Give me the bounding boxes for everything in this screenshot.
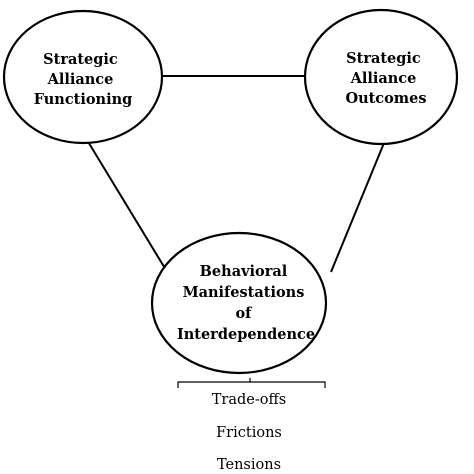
node-label-line: Functioning [34,91,133,108]
node-label-line: Interdependence [177,326,315,343]
svg-text:Strategic Alliance: Strategic Alliance Outcomes [345,50,426,107]
manifestation-item: Tensions [217,457,281,473]
node-label-line: Manifestations [183,284,305,301]
manifestations-list: Trade-offs Frictions Tensions [212,392,286,473]
manifestation-item: Frictions [216,425,282,441]
node-interdependence: Behavioral Manifestations of Interdepend… [150,231,328,375]
node-label-line: Alliance [47,71,114,88]
svg-text:Strategic Alliance: Strategic Alliance Functioning [34,51,133,108]
manifestation-item: Trade-offs [212,392,286,408]
node-ellipse [150,231,328,375]
manifestations-bracket [177,378,326,388]
node-alliance-outcomes: Strategic Alliance Outcomes [303,8,459,146]
node-alliance-functioning: Strategic Alliance Functioning [2,9,164,145]
node-label-line: of [236,305,254,322]
connector-outcomes-interdependence [330,142,385,273]
connector-functioning-interdependence [86,139,167,271]
node-label-line: Outcomes [345,90,426,107]
node-label-line: Strategic [43,51,118,68]
node-ellipse [2,9,164,145]
node-label-line: Behavioral [200,263,288,280]
svg-text:Behavioral Manifestation: Behavioral Manifestations of Interdepend… [177,263,315,343]
node-label-line: Alliance [350,70,417,87]
node-ellipse [303,8,459,146]
node-label-line: Strategic [346,50,421,67]
